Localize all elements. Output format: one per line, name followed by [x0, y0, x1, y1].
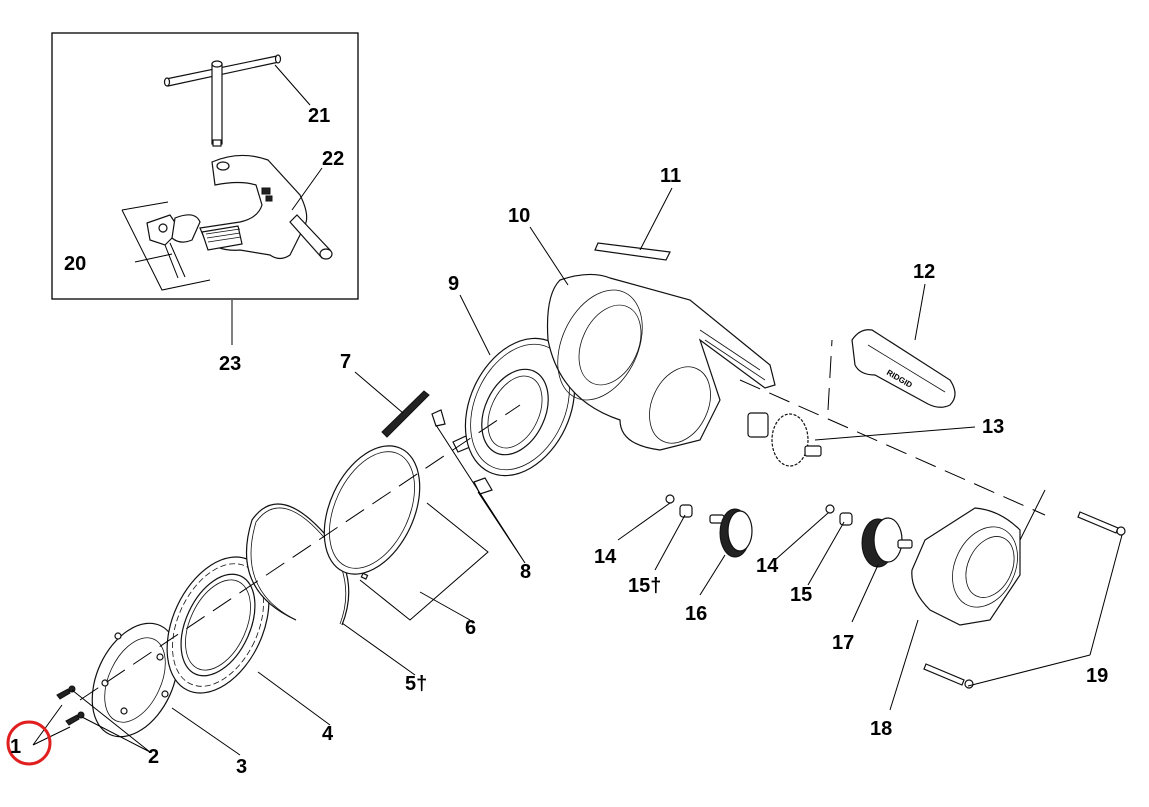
housing-part: [546, 273, 776, 451]
callout-14a: 14: [594, 546, 617, 568]
leader-lines: [32, 64, 1123, 756]
t-handle-part: [163, 54, 282, 147]
case-screws-part: [923, 511, 1126, 689]
ring-gear-part: [464, 337, 576, 477]
jaw-block-part: [121, 201, 211, 291]
callout-14b: 14: [756, 555, 779, 577]
callout-7: 7: [340, 351, 351, 373]
callout-19: 19: [1086, 665, 1108, 687]
callout-5: 5†: [405, 673, 427, 695]
callout-11: 11: [660, 165, 681, 187]
screws-washers: [56, 685, 85, 726]
threaded-rod-part: [381, 390, 430, 438]
ring-pin-part: [323, 445, 421, 580]
gear-case-part: [911, 507, 1021, 626]
callout-4: 4: [322, 723, 334, 745]
callout-1: 1: [10, 736, 21, 758]
retaining-ring-part: [245, 503, 350, 626]
callout-15a: 15†: [628, 575, 661, 597]
face-plate-part: [91, 622, 179, 738]
callout-22: 22: [322, 148, 344, 170]
inset-support-arm-assembly: [51, 32, 359, 300]
callout-3: 3: [236, 756, 247, 778]
callout-12: 12: [913, 261, 935, 283]
callout-18: 18: [870, 718, 892, 740]
callout-16: 16: [685, 603, 707, 625]
assembly-axis-lines: [79, 339, 1046, 701]
callout-13: 13: [982, 416, 1004, 438]
drive-gear-part: [747, 412, 822, 467]
callout-15b: 15: [790, 584, 812, 606]
callout-6: 6: [465, 617, 476, 639]
idler-gear-assembly: [665, 494, 753, 558]
support-arm-part: [199, 154, 333, 260]
callout-10: 10: [508, 205, 530, 227]
callout-labels: 1 2 3 4 5† 6 7 8 9 10 11 12 13 14 15† 16…: [10, 105, 1108, 778]
handle-grip-part: RIDGID: [851, 329, 956, 408]
callout-21: 21: [308, 105, 330, 127]
callout-17: 17: [832, 632, 854, 654]
label-plate-part: [594, 242, 671, 261]
cluster-gear-assembly: [825, 504, 913, 568]
callout-8: 8: [520, 561, 531, 583]
callout-23: 23: [219, 353, 241, 375]
callout-20: 20: [64, 253, 86, 275]
callout-9: 9: [448, 273, 459, 295]
callout-2: 2: [148, 746, 159, 768]
highlight-circle: [6, 720, 52, 766]
